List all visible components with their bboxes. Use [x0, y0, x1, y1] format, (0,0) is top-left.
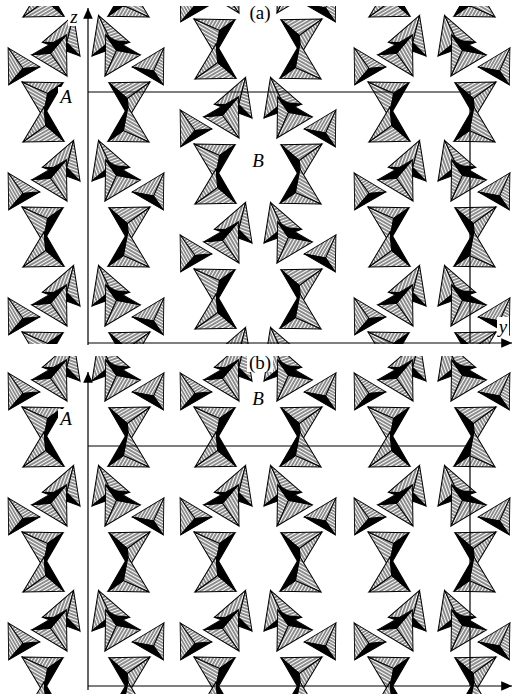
unit-cell-a	[88, 8, 512, 345]
panel-label: (a)	[247, 3, 272, 22]
axis-label: y	[497, 317, 509, 336]
cavity-label: B	[250, 389, 266, 408]
polyhedra-panel-a	[0, 6, 520, 344]
cavity-label: B	[250, 151, 266, 170]
unit-cell-b	[88, 372, 512, 690]
cavity-label: A	[58, 87, 74, 106]
polyhedra-panel-b	[0, 356, 520, 694]
panel-label: (b)	[247, 353, 273, 372]
axis-label: z	[68, 7, 79, 26]
cavity-label: A	[58, 409, 74, 428]
